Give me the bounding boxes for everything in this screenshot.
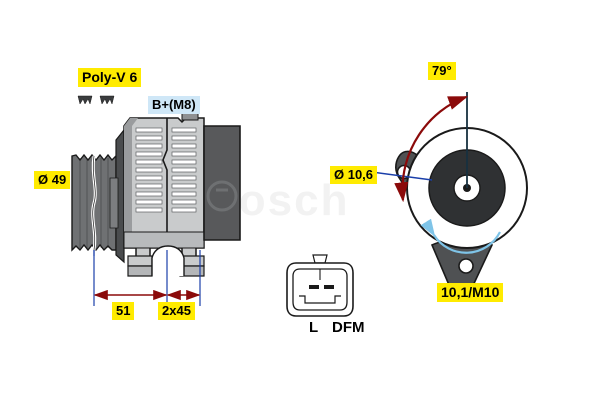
label-angle-79: 79° <box>428 62 456 80</box>
cooling-fins-right <box>171 127 197 213</box>
terminal-slot-l <box>309 285 319 289</box>
front-bearing-collar <box>109 128 125 264</box>
pulley <box>71 153 117 252</box>
angle-79-arc-arrow <box>394 95 469 203</box>
alternator-end-view <box>371 92 528 298</box>
label-poly-v: Poly-V 6 <box>78 68 142 87</box>
cooling-fins-left <box>135 127 163 213</box>
drive-end-housing <box>123 117 205 259</box>
label-connector-pin-dfm: DFM <box>332 319 365 336</box>
connector-plug-view <box>286 254 354 317</box>
rear-cover <box>203 125 241 241</box>
label-dim-51: 51 <box>112 302 135 320</box>
alternator-side-view <box>71 95 241 277</box>
label-b-plus-terminal: B+(M8) <box>148 96 200 114</box>
terminal-slot-dfm <box>324 285 334 289</box>
label-connector-pin-l: L <box>309 319 319 336</box>
label-dim-2x45: 2x45 <box>158 302 195 320</box>
mounting-feet <box>127 245 205 277</box>
poly-v-tooth-marks <box>77 95 115 105</box>
mounting-hole-lower <box>458 258 474 274</box>
dimension-lines-side-view <box>93 250 201 306</box>
label-mount-10-1-m10: 10,1/M10 <box>437 283 504 302</box>
label-diameter-49: Ø 49 <box>34 171 71 189</box>
label-diameter-10-6: Ø 10,6 <box>330 166 378 184</box>
rotation-direction-arrow <box>420 218 501 254</box>
